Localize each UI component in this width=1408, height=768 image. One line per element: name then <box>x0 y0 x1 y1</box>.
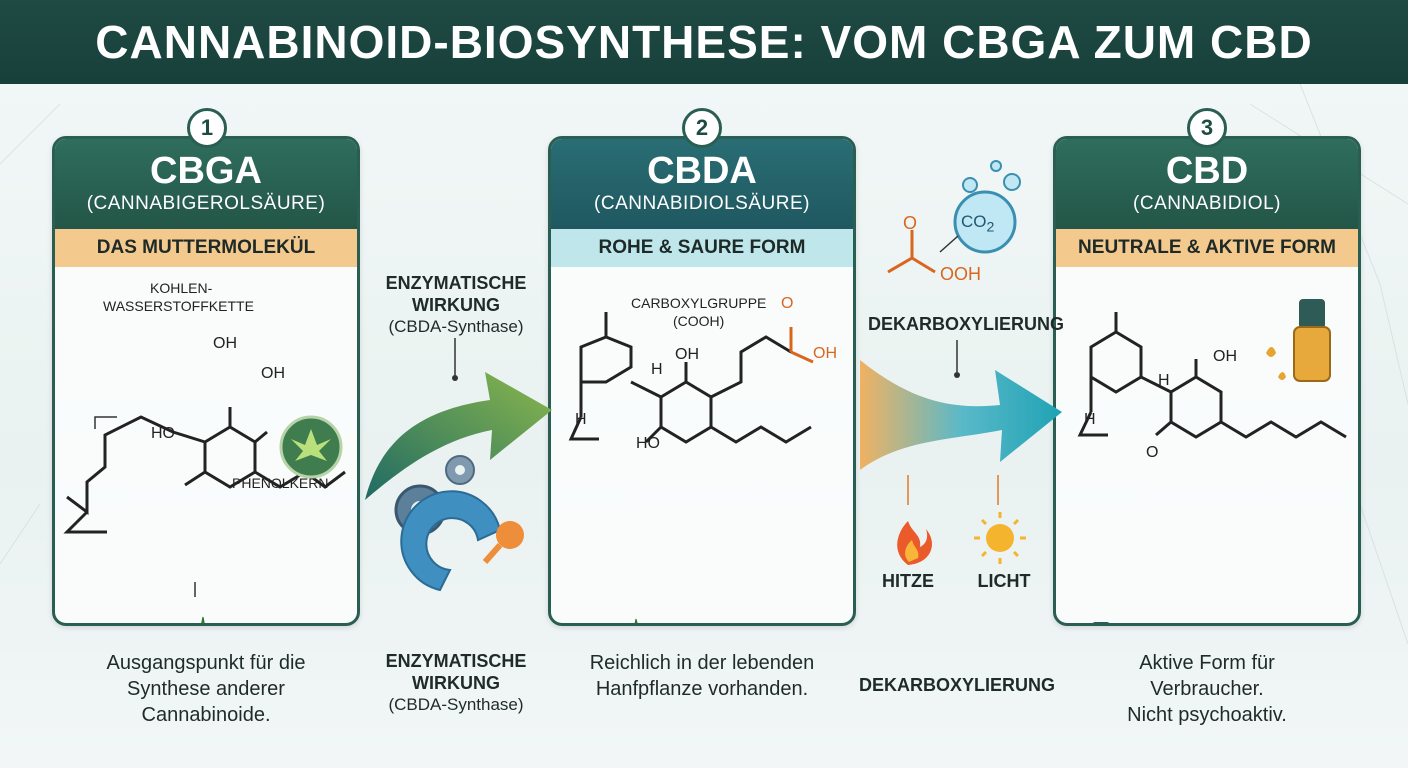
cbda-cooh-oh: OH <box>813 345 837 362</box>
panel-cbda-header: CBDA (CANNABIDIOLSÄURE) <box>551 139 853 229</box>
cbda-ho: HO <box>636 435 660 452</box>
cbd-oh: OH <box>1213 348 1237 365</box>
cbda-caption: Reichlich in der lebenden Hanfpflanze vo… <box>556 650 848 702</box>
panel-cbga: CBGA (CANNABIGEROLSÄURE) DAS MUTTERMOLEK… <box>52 136 360 626</box>
cbga-band: DAS MUTTERMOLEKÜL <box>55 229 357 267</box>
co2-sub: 2 <box>986 219 995 236</box>
cbd-caption: Aktive Form für Verbraucher. Nicht psych… <box>1061 650 1353 728</box>
cbda-full-name: (CANNABIDIOLSÄURE) <box>594 193 810 214</box>
cbd-caption-3: Nicht psychoaktiv. <box>1127 704 1287 726</box>
cbd-o: O <box>1146 444 1159 461</box>
cbga-chain-label-1: KOHLEN- <box>150 280 213 296</box>
cbga-full-name: (CANNABIGEROLSÄURE) <box>86 193 326 214</box>
enzymatic-label: ENZYMATISCHE WIRKUNG (CBDA-Synthase) <box>372 272 540 338</box>
enzyme-icon <box>400 490 502 592</box>
enzymatic-title-1: ENZYMATISCHE <box>385 273 527 293</box>
panel-cbd-header: CBD (CANNABIDIOL) <box>1056 139 1358 229</box>
co2-main: CO <box>961 212 987 231</box>
arrow-enzymatic <box>365 372 552 500</box>
cbda-caption-2: Hanfpflanze vorhanden. <box>595 678 809 700</box>
cbd-caption-1: Aktive Form für <box>1139 652 1275 674</box>
panel-cbda: CBDA (CANNABIDIOLSÄURE) ROHE & SAURE FOR… <box>548 136 856 626</box>
co2-text: CO2 <box>961 212 994 235</box>
enzymatic-bottom-label: ENZYMATISCHE WIRKUNG (CBDA-Synthase) <box>372 650 540 716</box>
fragment-ooh: OOH <box>940 264 982 284</box>
heat-label: HITZE <box>882 571 934 591</box>
panel-cbd: CBD (CANNABIDIOL) NEUTRALE & AKTIVE FORM… <box>1053 136 1361 626</box>
step-number-3: 3 <box>1187 108 1227 148</box>
cbga-caption-2: Synthese anderer <box>127 678 285 700</box>
enzymatic-bottom-2: WIRKUNG <box>412 673 500 693</box>
cbda-cooh-o: O <box>781 295 794 312</box>
light-label: LICHT <box>977 571 1031 591</box>
arrow-decarboxylation <box>860 360 1062 470</box>
cbd-full-name: (CANNABIDIOL) <box>1133 193 1281 214</box>
panel-cbga-header: CBGA (CANNABIGEROLSÄURE) <box>55 139 357 229</box>
enzymatic-bottom-sub: (CBDA-Synthase) <box>388 695 524 714</box>
page-title: CANNABINOID-BIOSYNTHESE: VOM CBGA ZUM CB… <box>95 16 1313 68</box>
cbda-carboxyl-label-2: (COOH) <box>673 313 725 329</box>
cbga-phenol-label: PHENOLKERN <box>232 475 329 491</box>
cbd-h-2: H <box>1084 411 1096 428</box>
cbd-band: NEUTRALE & AKTIVE FORM <box>1056 229 1358 267</box>
cbga-caption-3: Cannabinoide. <box>141 704 271 726</box>
step-number-1: 1 <box>187 108 227 148</box>
cbga-caption: Ausgangspunkt für die Synthese anderer C… <box>60 650 352 728</box>
cbd-caption-2: Verbraucher. <box>1150 678 1264 700</box>
cbda-h-2: H <box>575 411 587 428</box>
cbda-oh: OH <box>675 346 699 363</box>
cbda-molecule-illustration <box>568 312 814 623</box>
cbga-oh-1: OH <box>213 335 237 352</box>
cbda-band: ROHE & SAURE FORM <box>551 229 853 267</box>
co2-bubble <box>953 190 1017 254</box>
sun-icon <box>974 512 1026 564</box>
cbga-name: CBGA <box>150 150 262 192</box>
decarboxylation-bottom-label: DEKARBOXYLIERUNG <box>858 675 1055 695</box>
cbda-name: CBDA <box>647 150 757 192</box>
cbga-ho: HO <box>151 425 175 442</box>
cbda-caption-1: Reichlich in der lebenden <box>589 652 815 674</box>
cbga-caption-1: Ausgangspunkt für die <box>106 652 306 674</box>
cbd-molecule-illustration <box>1077 299 1347 623</box>
fragment-o: O <box>903 213 918 233</box>
enzymatic-subtitle: (CBDA-Synthase) <box>388 317 524 336</box>
enzymatic-bottom-1: ENZYMATISCHE <box>385 651 527 671</box>
cbda-h-1: H <box>651 361 663 378</box>
cbga-molecule-illustration: ✦ ✦ <box>63 407 346 623</box>
cbga-chain-label-2: WASSERSTOFFKETTE <box>103 298 254 314</box>
enzymatic-title-2: WIRKUNG <box>412 295 500 315</box>
cbd-h-1: H <box>1158 372 1170 389</box>
cbda-carboxyl-label-1: CARBOXYLGRUPPE <box>631 295 767 311</box>
cbga-oh-2: OH <box>261 365 285 382</box>
header-bar: CANNABINOID-BIOSYNTHESE: VOM CBGA ZUM CB… <box>0 0 1408 84</box>
cbd-name: CBD <box>1165 150 1249 192</box>
step-number-2: 2 <box>682 108 722 148</box>
decarboxylation-label: DEKARBOXYLIERUNG <box>868 314 1065 334</box>
